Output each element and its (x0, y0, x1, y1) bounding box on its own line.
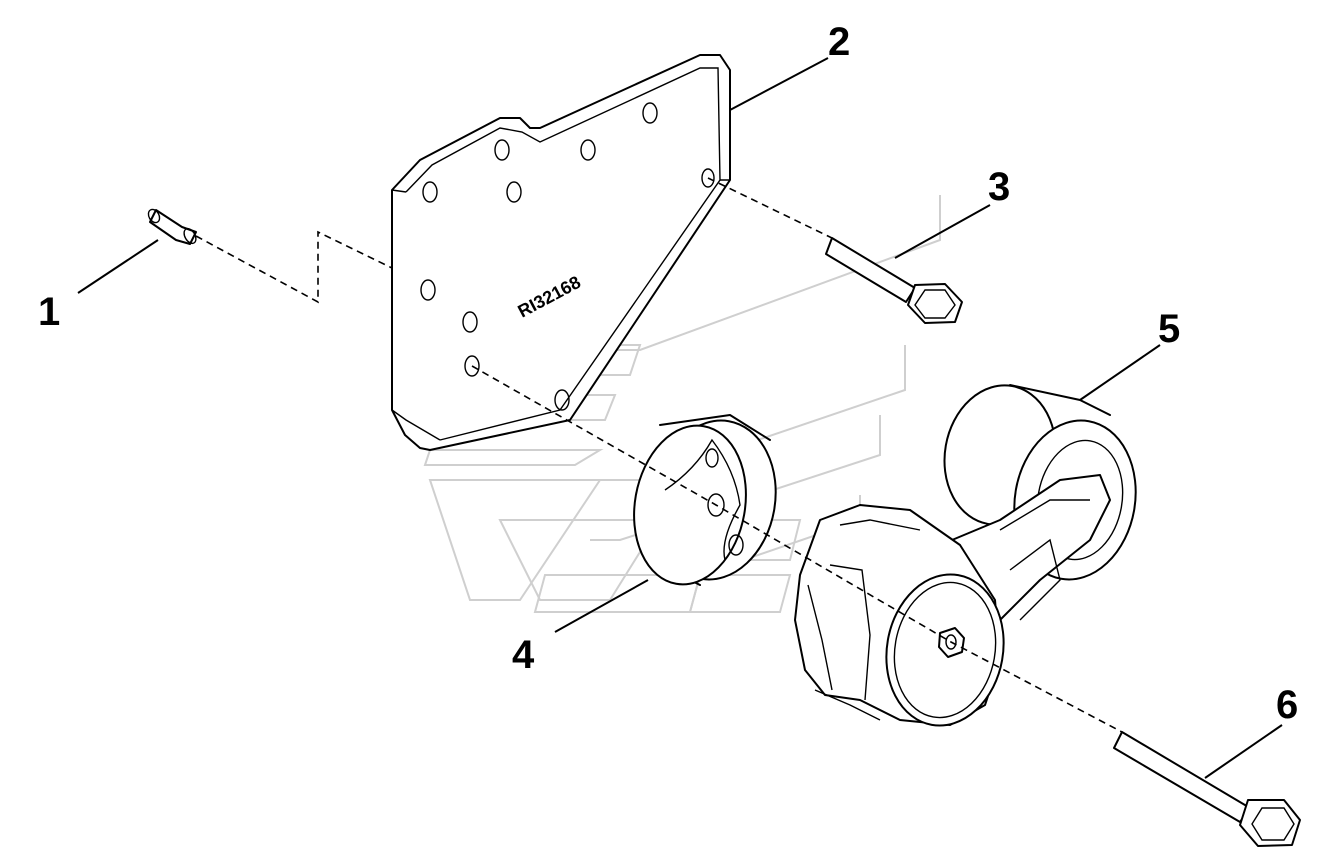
callout-5: 5 (1158, 307, 1180, 351)
spacer (633, 414, 777, 586)
callout-4: 4 (512, 633, 535, 677)
dowel-pin (147, 208, 197, 245)
callout-6: 6 (1276, 683, 1298, 727)
flange-bolt-upper (825, 237, 963, 324)
flange-bolt-lower (1113, 731, 1301, 847)
assembly-lines (195, 177, 1123, 733)
mounting-plate: RI32168 (391, 54, 731, 451)
callout-3: 3 (988, 165, 1010, 209)
callout-1: 1 (38, 290, 60, 334)
leader-lines (77, 57, 1283, 779)
callout-labels: 1 2 3 4 5 6 (38, 20, 1298, 727)
callout-2: 2 (828, 20, 850, 64)
belt-tensioner (794, 384, 1137, 727)
